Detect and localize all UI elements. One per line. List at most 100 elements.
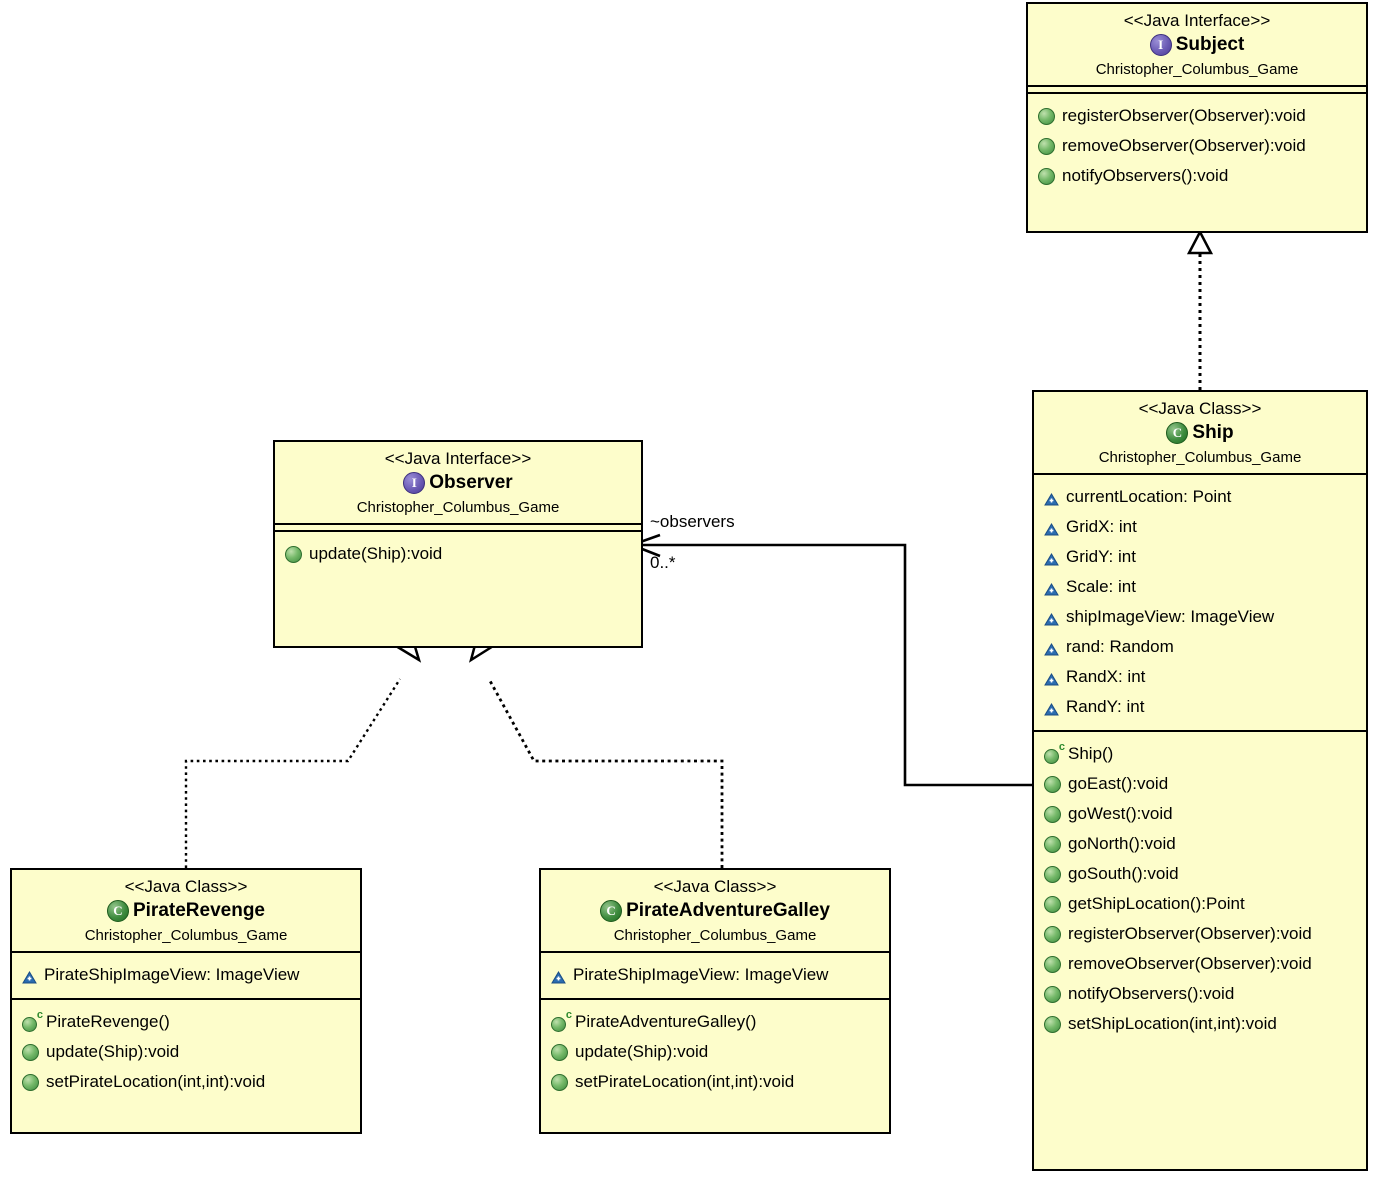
method-icon <box>1044 895 1061 913</box>
class-box-pirate-revenge[interactable]: <<Java Class>> C PirateRevenge Christoph… <box>10 868 362 1134</box>
association-multiplicity-label: 0..* <box>650 553 676 572</box>
method-row[interactable]: getShipLocation():Point <box>1038 889 1362 919</box>
interface-icon: I <box>403 472 426 494</box>
attributes-compartment-subject <box>1028 87 1366 94</box>
constructor-icon: c <box>551 1009 572 1032</box>
attribute-row[interactable]: GridX: int <box>1038 512 1362 542</box>
method-icon <box>1044 955 1061 973</box>
attribute-label: rand: Random <box>1066 637 1174 656</box>
method-row[interactable]: notifyObservers():void <box>1032 161 1362 191</box>
method-label: PirateAdventureGalley() <box>575 1012 757 1031</box>
package-label: Christopher_Columbus_Game <box>1098 449 1302 466</box>
attribute-icon <box>1044 521 1059 535</box>
attribute-icon <box>1044 551 1059 565</box>
attribute-row[interactable]: Scale: int <box>1038 572 1362 602</box>
method-row[interactable]: update(Ship):void <box>545 1037 885 1067</box>
constructor-row[interactable]: c PirateRevenge() <box>16 1007 356 1037</box>
method-row[interactable]: goSouth():void <box>1038 859 1362 889</box>
method-icon <box>1038 137 1055 155</box>
constructor-row[interactable]: c Ship() <box>1038 739 1362 769</box>
method-icon <box>285 545 302 563</box>
method-row[interactable]: goEast():void <box>1038 769 1362 799</box>
attribute-row[interactable]: RandY: int <box>1038 692 1362 722</box>
class-name: PirateRevenge <box>132 900 265 921</box>
attribute-row[interactable]: shipImageView: ImageView <box>1038 602 1362 632</box>
attribute-row[interactable]: PirateShipImageView: ImageView <box>16 960 356 990</box>
attribute-row[interactable]: GridY: int <box>1038 542 1362 572</box>
stereotype-label: <<Java Interface>> <box>384 449 532 468</box>
method-icon <box>1044 835 1061 853</box>
method-label: goEast():void <box>1068 774 1169 793</box>
attribute-row[interactable]: PirateShipImageView: ImageView <box>545 960 885 990</box>
attribute-row[interactable]: rand: Random <box>1038 632 1362 662</box>
class-title-row: C Ship <box>1042 421 1358 445</box>
method-row[interactable]: registerObserver(Observer):void <box>1032 101 1362 131</box>
method-icon <box>22 1073 39 1091</box>
method-label: goWest():void <box>1068 804 1173 823</box>
attribute-icon <box>1044 641 1059 655</box>
method-label: goSouth():void <box>1068 864 1179 883</box>
class-icon: C <box>1166 422 1189 444</box>
attribute-icon <box>1044 581 1059 595</box>
attribute-label: currentLocation: Point <box>1066 487 1232 506</box>
method-label: PirateRevenge() <box>46 1012 170 1031</box>
method-row[interactable]: registerObserver(Observer):void <box>1038 919 1362 949</box>
attributes-compartment-pirate-revenge: PirateShipImageView: ImageView <box>12 953 360 1000</box>
method-icon <box>1044 775 1061 793</box>
method-row[interactable]: setPirateLocation(int,int):void <box>545 1067 885 1097</box>
method-label: goNorth():void <box>1068 834 1176 853</box>
method-label: removeObserver(Observer):void <box>1068 954 1312 973</box>
method-row[interactable]: setPirateLocation(int,int):void <box>16 1067 356 1097</box>
attribute-row[interactable]: currentLocation: Point <box>1038 482 1362 512</box>
methods-compartment-observer: update(Ship):void <box>275 532 641 577</box>
constructor-icon: c <box>1044 741 1065 764</box>
class-name: Subject <box>1175 34 1245 55</box>
class-box-observer[interactable]: <<Java Interface>> I Observer Christophe… <box>273 440 643 648</box>
method-row[interactable]: update(Ship):void <box>279 539 637 569</box>
attribute-icon <box>1044 611 1059 625</box>
method-icon <box>1044 1015 1061 1033</box>
stereotype-label: <<Java Class>> <box>653 877 777 896</box>
attribute-icon <box>1044 701 1059 715</box>
class-name: Ship <box>1192 422 1234 443</box>
method-row[interactable]: goNorth():void <box>1038 829 1362 859</box>
methods-compartment-pirate-adventure-galley: c PirateAdventureGalley() update(Ship):v… <box>541 1000 889 1105</box>
method-row[interactable]: removeObserver(Observer):void <box>1032 131 1362 161</box>
constructor-row[interactable]: c PirateAdventureGalley() <box>545 1007 885 1037</box>
class-box-pirate-adventure-galley[interactable]: <<Java Class>> C PirateAdventureGalley C… <box>539 868 891 1134</box>
edge-pirateadventuregalley-implements-observer <box>468 627 724 868</box>
class-header-pirate-adventure-galley: <<Java Class>> C PirateAdventureGalley C… <box>541 870 889 953</box>
method-label: update(Ship):void <box>46 1042 180 1061</box>
methods-compartment-subject: registerObserver(Observer):void removeOb… <box>1028 94 1366 199</box>
constructor-icon: c <box>22 1009 43 1032</box>
method-label: update(Ship):void <box>309 544 443 563</box>
class-header-ship: <<Java Class>> C Ship Christopher_Columb… <box>1034 392 1366 475</box>
stereotype-label: <<Java Class>> <box>1138 399 1262 418</box>
method-icon <box>1044 985 1061 1003</box>
class-box-subject[interactable]: <<Java Interface>> I Subject Christopher… <box>1026 2 1368 233</box>
attribute-label: Scale: int <box>1066 577 1136 596</box>
class-box-ship[interactable]: <<Java Class>> C Ship Christopher_Columb… <box>1032 390 1368 1171</box>
attribute-icon <box>1044 671 1059 685</box>
method-label: Ship() <box>1068 744 1114 763</box>
method-icon <box>22 1043 39 1061</box>
edge-piraterevenge-implements-observer <box>184 628 422 868</box>
interface-icon: I <box>1149 34 1172 56</box>
edge-ship-observers-association <box>628 533 1032 787</box>
method-row[interactable]: notifyObservers():void <box>1038 979 1362 1009</box>
stereotype-label: <<Java Interface>> <box>1123 11 1271 30</box>
class-header-subject: <<Java Interface>> I Subject Christopher… <box>1028 4 1366 87</box>
method-row[interactable]: removeObserver(Observer):void <box>1038 949 1362 979</box>
edge-ship-implements-subject <box>1186 229 1214 390</box>
method-label: registerObserver(Observer):void <box>1062 106 1306 125</box>
method-icon <box>1044 805 1061 823</box>
attribute-row[interactable]: RandX: int <box>1038 662 1362 692</box>
attributes-compartment-pirate-adventure-galley: PirateShipImageView: ImageView <box>541 953 889 1000</box>
method-icon <box>551 1043 568 1061</box>
class-name: PirateAdventureGalley <box>626 900 830 921</box>
method-row[interactable]: update(Ship):void <box>16 1037 356 1067</box>
method-row[interactable]: goWest():void <box>1038 799 1362 829</box>
method-row[interactable]: setShipLocation(int,int):void <box>1038 1009 1362 1039</box>
package-label: Christopher_Columbus_Game <box>613 927 817 944</box>
